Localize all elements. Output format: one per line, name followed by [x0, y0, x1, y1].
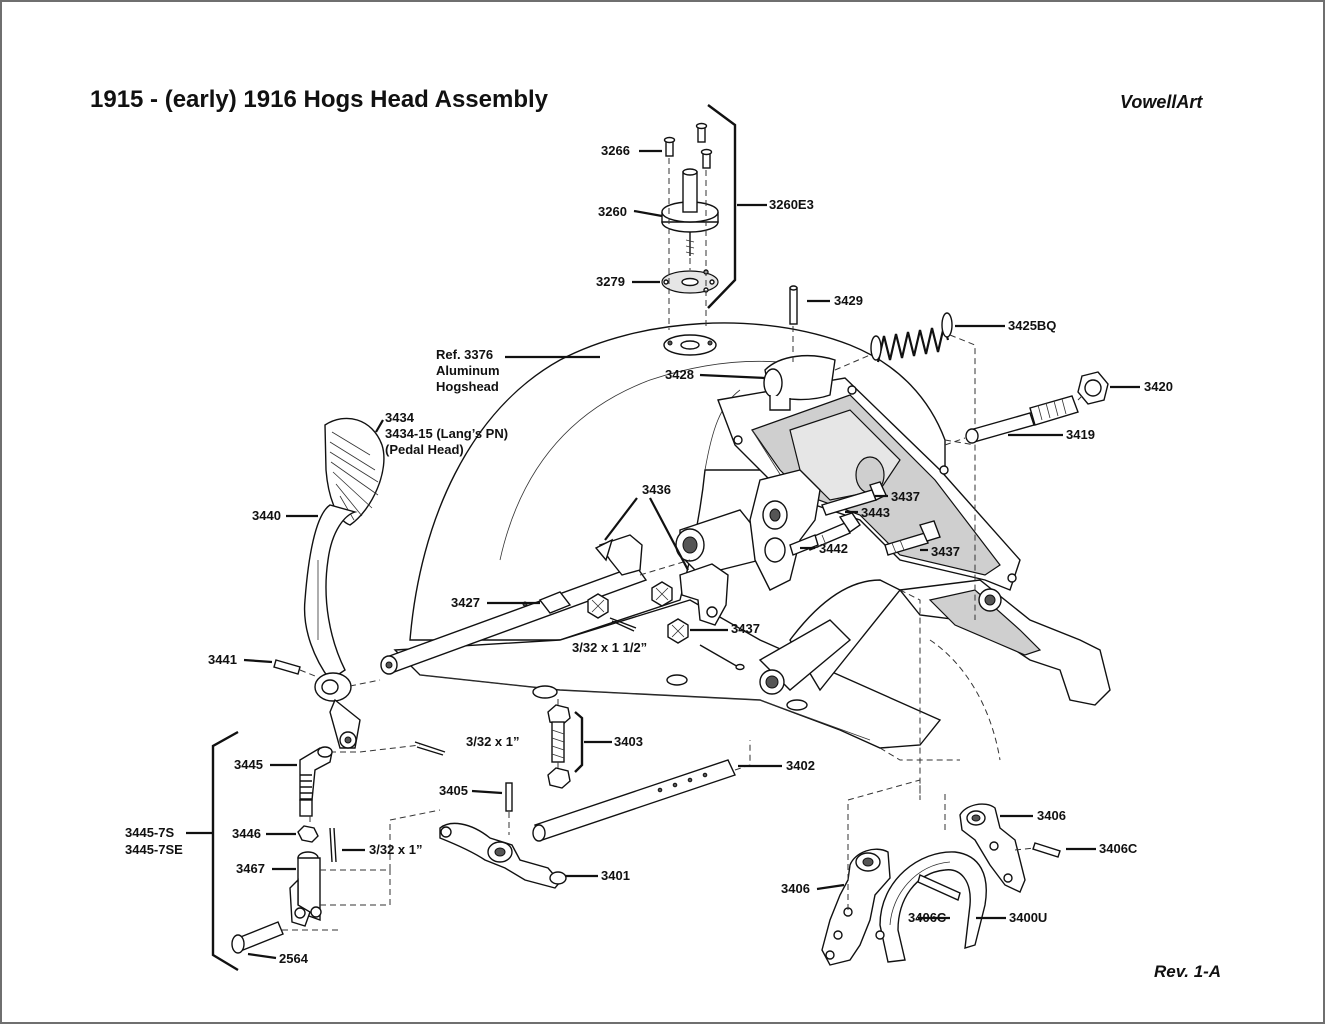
bolt-3403-icon: [547, 695, 584, 789]
pin-3405-icon: [505, 782, 513, 835]
leader-lines: [186, 149, 1140, 960]
bracket-3260-icon: [661, 168, 719, 256]
cotter-pins-small-icon: [329, 741, 446, 863]
label-3405: 3405: [439, 783, 468, 798]
label-cotter-b: 3/32 x 1”: [369, 842, 423, 857]
label-3443: 3443: [861, 505, 890, 520]
label-3434-15: 3434-15 (Lang’s PN): [385, 426, 508, 441]
bolt-3437-upper-icon: [821, 481, 887, 516]
label-3446: 3446: [232, 826, 261, 841]
nut-3420-icon: [1077, 371, 1109, 405]
label-3445-7s: 3445-7S: [125, 825, 174, 840]
gear-3400u-icon: [875, 851, 987, 963]
rod-3445-icon: [299, 746, 333, 817]
label-pedal-head: (Pedal Head): [385, 442, 464, 457]
bolt-3442-icon: [789, 534, 819, 556]
clevis-3467-icon: [289, 851, 322, 927]
label-3400u: 3400U: [1009, 910, 1047, 925]
label-3429: 3429: [834, 293, 863, 308]
label-3445: 3445: [234, 757, 263, 772]
label-3406c-right: 3406C: [1099, 841, 1138, 856]
pedal-3440-icon: [303, 417, 421, 753]
label-ref-aluminum: Aluminum: [436, 363, 500, 378]
shaft-3402-icon: [532, 740, 751, 842]
label-3467: 3467: [236, 861, 265, 876]
label-3403: 3403: [614, 734, 643, 749]
label-ref-hogshead: Hogshead: [436, 379, 499, 394]
label-2564: 2564: [279, 951, 309, 966]
part-3260e3-group: [661, 104, 737, 330]
hogshead-housing: [393, 322, 1111, 800]
label-3260: 3260: [598, 204, 627, 219]
label-3420: 3420: [1144, 379, 1173, 394]
label-3437-upper: 3437: [891, 489, 920, 504]
brand-signature: VowellArt: [1120, 92, 1203, 112]
label-3406-left: 3406: [781, 881, 810, 896]
rod-3419-icon: [944, 395, 1079, 446]
label-3434: 3434: [385, 410, 415, 425]
label-cotter-a: 3/32 x 1”: [466, 734, 520, 749]
label-3419: 3419: [1066, 427, 1095, 442]
label-3440: 3440: [252, 508, 281, 523]
gasket-3279-icon: [661, 269, 719, 294]
diagram-title: 1915 - (early) 1916 Hogs Head Assembly: [90, 86, 549, 113]
label-3402: 3402: [786, 758, 815, 773]
part-labels: 3266 3260 3260E3 3279 3429 3425BQ 3428 3…: [125, 143, 1173, 966]
pin-3429-icon: [789, 285, 798, 365]
spring-3425bq-icon: [834, 312, 976, 440]
label-3441: 3441: [208, 652, 237, 667]
lever-3401-icon: [439, 822, 567, 889]
label-3445-7se: 3445-7SE: [125, 842, 183, 857]
label-3279: 3279: [596, 274, 625, 289]
screw-3266-icon: [663, 122, 713, 169]
label-3401: 3401: [601, 868, 630, 883]
label-3442: 3442: [819, 541, 848, 556]
label-3425bq: 3425BQ: [1008, 318, 1056, 333]
label-3266: 3266: [601, 143, 630, 158]
shaft-3427-icon: [380, 559, 691, 675]
shifter-fork-3406-left-icon: [821, 848, 891, 966]
label-3437-nut: 3437: [731, 621, 760, 636]
pin-3406c-right-icon: [1032, 842, 1061, 858]
label-3406-right: 3406: [1037, 808, 1066, 823]
label-3260e3: 3260E3: [769, 197, 814, 212]
cotter-pin-large-icon: [609, 617, 745, 671]
label-3427: 3427: [451, 595, 480, 610]
nut-3446-icon: [297, 825, 319, 843]
label-ref-3376: Ref. 3376: [436, 347, 493, 362]
label-cotter-large: 3/32 x 1 1/2”: [572, 640, 647, 655]
bolt-3437-lower-icon: [884, 520, 941, 556]
pin-3441-icon: [273, 659, 316, 677]
label-3428: 3428: [665, 367, 694, 382]
castle-nut-3437-icon: [587, 581, 689, 644]
label-3436: 3436: [642, 482, 671, 497]
pin-2564-icon: [231, 921, 284, 954]
shifter-fork-3406-right-icon: [959, 803, 1026, 893]
label-3437-lower: 3437: [931, 544, 960, 559]
label-3406c-center: 3406C: [908, 910, 947, 925]
revision-label: Rev. 1-A: [1154, 962, 1222, 981]
fork-3436-icon: [594, 534, 729, 626]
